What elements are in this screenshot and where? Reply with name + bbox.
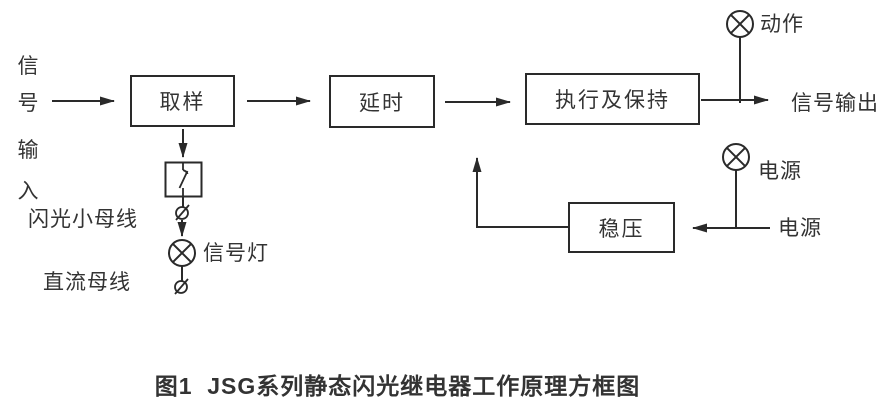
- block-regulator: 稳压: [568, 202, 675, 253]
- figure-caption: 图1 JSG系列静态闪光继电器工作原理方框图: [154, 373, 641, 399]
- block-delay-label: 延时: [359, 91, 405, 115]
- signal-output-label: 信号输出: [791, 92, 879, 115]
- regulator-feedback-arrow: [472, 157, 568, 228]
- power-source-label: 电源: [778, 217, 822, 240]
- dc-bus-label: 直流母线: [43, 271, 131, 294]
- signal-input-char-3: 输: [17, 139, 39, 162]
- power-lamp-icon: [722, 143, 750, 229]
- block-sampling-label: 取样: [159, 91, 206, 114]
- block-delay: 延时: [329, 75, 435, 128]
- signal-input-char-1: 信: [17, 55, 39, 78]
- signal-input-char-2: 号: [17, 92, 39, 115]
- block-execute-hold: 执行及保持: [525, 73, 700, 125]
- block-sampling: 取样: [130, 75, 235, 127]
- block-regulator-label: 稳压: [598, 217, 645, 241]
- relay-contact-switch-icon: [164, 161, 203, 198]
- flash-bus-terminal-icon: [175, 197, 190, 221]
- action-lamp-icon: [726, 10, 754, 103]
- signal-lamp-label: 信号灯: [203, 242, 269, 265]
- block-execute-hold-label: 执行及保持: [555, 89, 670, 112]
- signal-input-char-4: 入: [17, 180, 39, 203]
- action-lamp-label: 动作: [760, 13, 804, 36]
- signal-lamp-icon: [168, 239, 196, 281]
- power-lamp-label: 电源: [758, 160, 802, 183]
- dc-bus-terminal-icon: [174, 278, 189, 295]
- flash-bus-label: 闪光小母线: [28, 208, 138, 231]
